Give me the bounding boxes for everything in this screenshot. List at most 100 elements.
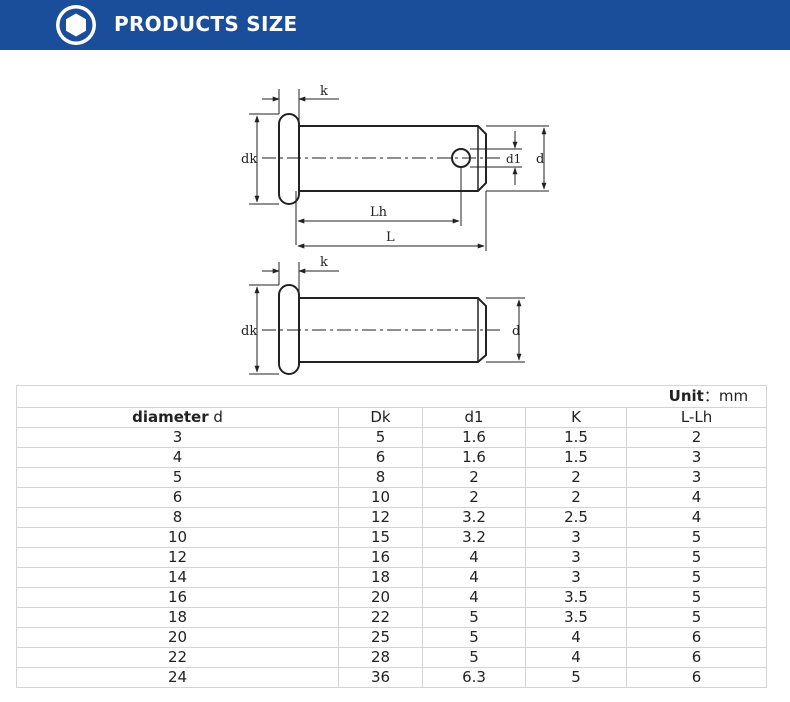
table-cell: 12: [338, 507, 423, 528]
unit-cell: Unit：mm: [15, 385, 768, 408]
label-d-bottom: d: [512, 324, 520, 339]
table-cell: 3: [625, 467, 768, 488]
table-cell: 3: [525, 547, 627, 568]
table-cell: 28: [338, 647, 423, 668]
header-cell: K: [525, 407, 627, 428]
table-cell: 8: [16, 507, 339, 528]
table-cell: 5: [16, 467, 339, 488]
table-cell: 3: [16, 427, 339, 448]
label-d-top: d: [536, 152, 544, 167]
header-cell: diameter d: [16, 407, 339, 428]
table-cell: 5: [625, 587, 768, 608]
table-cell: 4: [422, 547, 526, 568]
table-cell: 12: [16, 547, 339, 568]
table-cell: 22: [16, 647, 339, 668]
table-cell: 16: [338, 547, 423, 568]
table-cell: 2: [625, 427, 768, 448]
table-cell: 4: [525, 627, 627, 648]
header-text: d: [208, 408, 223, 426]
table-cell: 4: [16, 447, 339, 468]
table-cell: 20: [16, 627, 339, 648]
technical-drawing: k dk d1 d Lh L: [0, 50, 790, 385]
label-k-top: k: [320, 84, 328, 99]
table-cell: 6.3: [422, 667, 526, 688]
table-cell: 6: [16, 487, 339, 508]
pin-head: [278, 113, 300, 205]
table-cell: 3: [525, 527, 627, 548]
table-cell: 3: [525, 567, 627, 588]
unit-row: Unit：mm: [15, 385, 768, 408]
table-cell: 4: [422, 567, 526, 588]
table-cell: 1.6: [422, 447, 526, 468]
table-cell: 2.5: [525, 507, 627, 528]
table-cell: 3.5: [525, 607, 627, 628]
label-dk-top: dk: [241, 152, 257, 167]
pin-shank-2: [299, 297, 487, 363]
header-cell: Dk: [338, 407, 423, 428]
table-cell: 5: [422, 627, 526, 648]
label-d1: d1: [506, 152, 521, 166]
table-cell: 10: [16, 527, 339, 548]
header-text: d1: [464, 408, 484, 426]
header-text: L-Lh: [680, 408, 713, 426]
table-cell: 5: [338, 427, 423, 448]
table-cell: 4: [525, 647, 627, 668]
table-cell: 25: [338, 627, 423, 648]
table-cell: 4: [422, 587, 526, 608]
table-cell: 5: [422, 607, 526, 628]
clevis-pin-diagram: k dk d1 d Lh L: [241, 84, 549, 375]
table-cell: 3.2: [422, 507, 526, 528]
page-title: PRODUCTS SIZE: [114, 12, 298, 36]
hexagon-icon: [56, 5, 96, 45]
table-cell: 2: [525, 487, 627, 508]
header-text: K: [571, 408, 581, 426]
table-cell: 5: [525, 667, 627, 688]
label-lh: Lh: [370, 205, 388, 220]
table-cell: 10: [338, 487, 423, 508]
top-view: [278, 113, 487, 205]
table-cell: 8: [338, 467, 423, 488]
table-cell: 22: [338, 607, 423, 628]
pin-shank: [299, 125, 487, 192]
table-cell: 15: [338, 527, 423, 548]
table-cell: 1.5: [525, 447, 627, 468]
table-cell: 3: [625, 447, 768, 468]
table-cell: 3.5: [525, 587, 627, 608]
table-cell: 6: [625, 647, 768, 668]
label-dk-bottom: dk: [241, 324, 257, 339]
table-cell: 5: [625, 527, 768, 548]
table-cell: 2: [525, 467, 627, 488]
table-cell: 4: [625, 507, 768, 528]
table-cell: 18: [16, 607, 339, 628]
table-cell: 36: [338, 667, 423, 688]
table-cell: 2: [422, 467, 526, 488]
table-cell: 14: [16, 567, 339, 588]
table-cell: 18: [338, 567, 423, 588]
table-cell: 6: [625, 627, 768, 648]
table-cell: 16: [16, 587, 339, 608]
table-cell: 5: [422, 647, 526, 668]
header-cell: d1: [422, 407, 526, 428]
table-cell: 24: [16, 667, 339, 688]
header-bold: diameter: [132, 408, 209, 426]
table-cell: 5: [625, 547, 768, 568]
table-cell: 6: [338, 447, 423, 468]
header-cell: L-Lh: [625, 407, 768, 428]
label-l: L: [386, 230, 395, 245]
page-header: PRODUCTS SIZE: [0, 0, 790, 50]
table-cell: 1.6: [422, 427, 526, 448]
label-k-bottom: k: [320, 255, 328, 270]
table-cell: 1.5: [525, 427, 627, 448]
